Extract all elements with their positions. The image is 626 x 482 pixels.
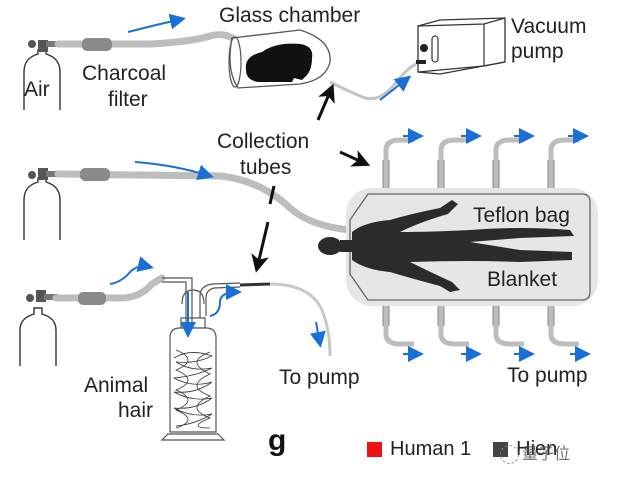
blanket-label: Blanket [487,268,558,291]
watermark-text: 量子位 [522,444,571,463]
legend-swatch-red [367,442,382,457]
collection-tubes-label-line1: Collection [217,130,310,153]
charcoal-filter-1 [82,38,112,51]
tube-row2 [54,170,354,234]
collection-port [492,306,524,347]
collection-port [382,137,414,188]
legend-item-human-1: Human 1 [367,438,471,461]
collection-port [492,137,524,188]
air-cylinder-3 [19,290,58,366]
flow-arrow [379,75,412,101]
charcoal-filter-3 [78,292,106,305]
collection-port [437,306,469,347]
pointer-arrow [316,83,335,121]
legend-label: Hien [516,438,558,460]
to-pump-label-right: To pump [507,364,588,387]
collection-port [547,137,579,188]
collection-tube-pointers [251,83,371,273]
watermark-logo-icon [500,445,519,464]
animal-hair-bottle [160,277,241,441]
vacuum-pump-label-line1: Vacuum [511,15,587,38]
tube-to-vacuum [329,62,417,101]
flow-arrow [109,256,154,285]
flow-arrow [309,321,326,348]
vacuum-pump [416,17,506,75]
tube-row1 [54,31,239,48]
charcoal-filter-label-line1: Charcoal [82,62,167,85]
pointer-arrow [339,150,371,167]
pointer-arrow [251,221,270,273]
glass-chamber-label: Glass chamber [219,4,361,27]
tube-to-pump-left [269,282,332,357]
charcoal-filter-2 [80,168,110,181]
air-cylinder-1 [23,40,61,110]
glass-chamber [228,29,331,89]
to-pump-label-left: To pump [279,366,360,389]
bottom-ports [382,306,579,347]
watermark: 量子位 [500,440,570,464]
flow-arrow [134,161,214,181]
vacuum-pump-label-line2: pump [511,40,564,63]
flow-arrow [127,13,186,33]
collection-port [437,137,469,188]
flow-arrow [209,284,242,317]
top-ports [382,137,579,188]
hair-scribble [172,349,214,429]
animal-hair-label-line1: Animal [84,374,149,397]
rodent-silhouette [245,43,313,82]
air-label: Air [24,78,50,101]
teflon-bag-label: Teflon bag [473,204,570,227]
air-cylinder-2 [23,168,61,240]
animal-hair-label-line2: hair [118,399,154,422]
tube-row3 [52,274,166,302]
charcoal-filter-label-line2: filter [108,88,148,111]
collection-tube-row3 [239,282,271,287]
collection-port [382,306,414,347]
human-silhouette [318,200,574,292]
pointer-arrow [268,185,276,205]
panel-letter: g [268,424,287,457]
collection-tubes-label-line2: tubes [240,156,292,179]
legend-label: Human 1 [390,438,472,460]
collection-port [547,306,579,347]
